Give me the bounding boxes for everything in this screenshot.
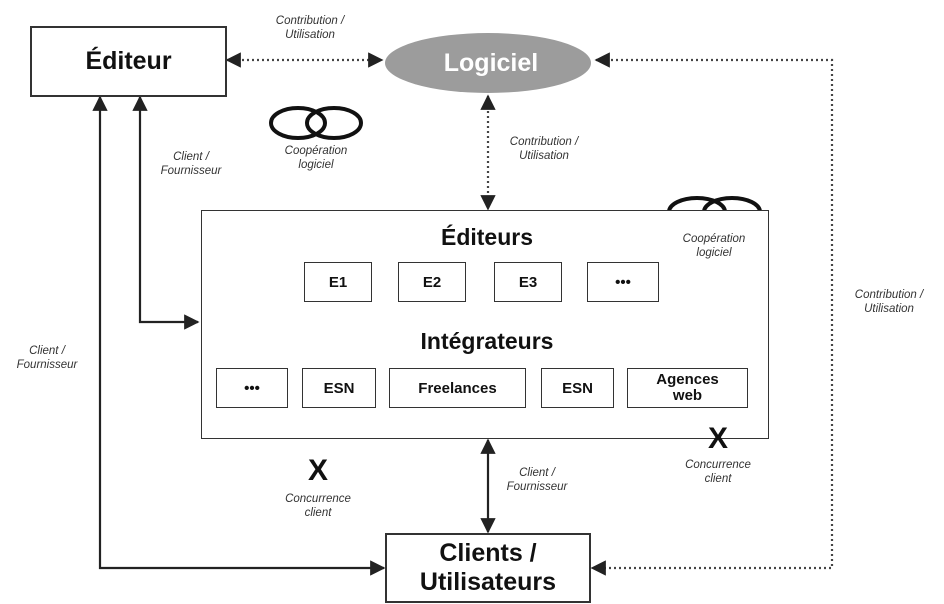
concurrence-cross-right: X: [707, 422, 728, 455]
agences-label-line1: Agences: [656, 371, 719, 388]
clients-node: Clients / Utilisateurs: [385, 533, 591, 603]
label-client-fournisseur-bottom: Client / Fournisseur: [506, 467, 568, 493]
dotted-logiciel-clients: [590, 52, 834, 576]
logiciel-label: Logiciel: [443, 48, 539, 77]
label-cooperation-right: Coopération logiciel: [682, 233, 746, 259]
editeur-node: Éditeur: [30, 26, 227, 97]
label-contribution-center: Contribution / Utilisation: [509, 136, 579, 162]
label-client-fournisseur-left: Client / Fournisseur: [16, 345, 78, 371]
integrateur-item: Freelances: [389, 368, 526, 408]
editeur-item-label: E3: [518, 273, 538, 291]
integrateur-item-label: •••: [244, 379, 260, 397]
label-concurrence-left: Concurrence client: [285, 493, 351, 519]
editeurs-heading: Éditeurs: [440, 224, 534, 250]
integrateur-item-label: ESN: [562, 379, 593, 397]
integrateurs-heading: Intégrateurs: [420, 328, 554, 354]
label-contribution-top: Contribution / Utilisation: [275, 15, 345, 41]
label-client-fournisseur-top: Client / Fournisseur: [160, 151, 222, 177]
editeur-item: E3: [494, 262, 562, 302]
integrateur-item-label: ESN: [323, 379, 355, 397]
label-concurrence-right: Concurrence client: [685, 459, 751, 485]
integrateur-item-label: Freelances: [418, 379, 497, 397]
concurrence-cross-left: X: [307, 454, 328, 487]
editeur-item-label: •••: [615, 273, 631, 291]
editeur-item: E2: [398, 262, 466, 302]
clients-label-line2: Utilisateurs: [419, 568, 557, 596]
integrateur-item: ESN: [302, 368, 376, 408]
editeur-item-label: E2: [422, 273, 442, 291]
integrateur-item-agences: Agences web: [627, 368, 748, 408]
editeur-item: •••: [587, 262, 659, 302]
editeur-item: E1: [304, 262, 372, 302]
arrow-editeur-inner: [132, 95, 200, 330]
editeur-label: Éditeur: [85, 47, 172, 75]
label-contribution-right: Contribution / Utilisation: [854, 289, 924, 315]
integrateur-item: •••: [216, 368, 288, 408]
label-cooperation-left: Coopération logiciel: [284, 145, 348, 171]
agences-label-line2: web: [672, 387, 703, 404]
cooperation-icon: [269, 106, 363, 140]
integrateur-item: ESN: [541, 368, 614, 408]
clients-label-line1: Clients /: [439, 539, 537, 567]
logiciel-ellipse: [385, 33, 591, 93]
editeur-item-label: E1: [328, 273, 348, 291]
arrow-editeur-clients: [92, 95, 386, 576]
